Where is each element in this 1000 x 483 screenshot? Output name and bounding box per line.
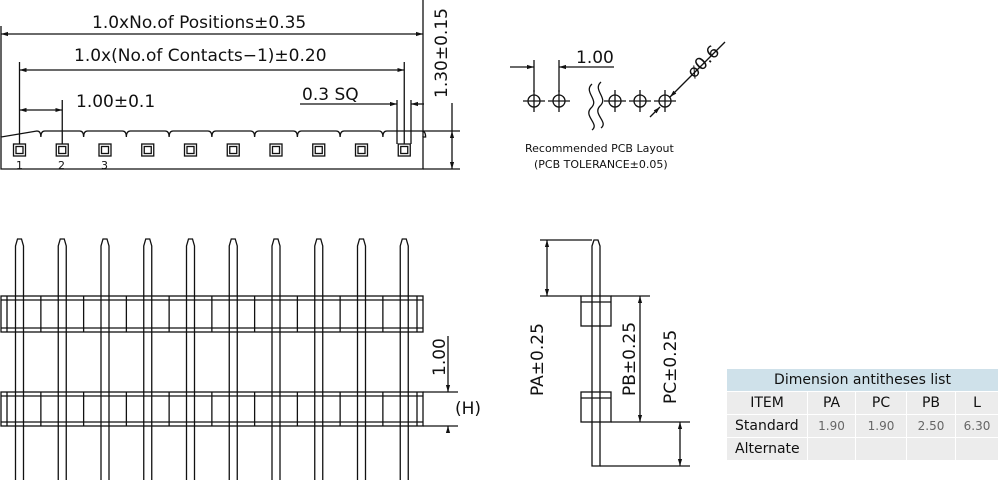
pcb-layout-view [510,41,726,131]
hole-leader [669,41,726,98]
pin-number-3: 3 [101,159,108,172]
pcb-pitch-dimension: 1.00 [576,48,614,68]
header-pa: PA [807,391,856,415]
header-pc: PC [855,391,907,415]
table-title: Dimension antitheses list [726,368,999,392]
sq-dimension: 0.3 SQ [302,85,359,105]
pin-pad-inner [15,145,24,155]
hole-leader-tail [649,106,661,118]
pin-body [228,238,238,480]
break-line [597,81,604,129]
hole-diameter-dimension: ø0.6 [683,42,724,83]
pin-pad-outer [12,143,27,157]
pin-pad-inner [400,145,409,155]
pin-pad-outer [269,143,283,157]
side-housing-top [580,295,612,327]
break-line [588,83,595,131]
pin-pad-inner [271,145,281,155]
pin-pad-inner [357,145,366,155]
header-item: ITEM [726,391,808,415]
row-pitch-dimension: 1.00 [430,338,450,376]
side-view [540,239,690,467]
alternate-pa [807,437,856,461]
pin-body [399,238,409,480]
row-label-standard: Standard [726,414,808,438]
alternate-pc [855,437,907,461]
contacts-dimension: 1.0x(No.of Contacts−1)±0.20 [74,46,327,66]
standard-l: 6.30 [955,414,999,438]
pin-pad-outer [226,143,240,157]
pin-pad-outer [55,143,69,157]
top-view [0,0,460,170]
table-header-row: ITEM PA PC PB L [726,391,999,415]
standard-pb: 2.50 [906,414,956,438]
pb-dimension: PB±0.25 [620,322,640,396]
pin-pad-outer [141,143,155,157]
pin-pad-outer [397,143,411,157]
pin-pad-inner [314,145,323,155]
pin-pad-inner [143,145,152,155]
pin-body [271,238,281,480]
pin-pad-inner [100,145,110,155]
alternate-pb [906,437,956,461]
standard-pc: 1.90 [855,414,907,438]
header-pb: PB [906,391,956,415]
table-row: Standard 1.90 1.90 2.50 6.30 [726,414,999,438]
side-housing-bottom [580,391,612,423]
positions-dimension: 1.0xNo.of Positions±0.35 [92,13,306,33]
dimension-table: Dimension antitheses list ITEM PA PC PB … [726,368,999,461]
pin-body [14,238,25,480]
pin-pad-outer [183,143,198,157]
pc-dimension: PC±0.25 [661,330,681,404]
pa-dimension: PA±0.25 [528,323,548,396]
h-label: (H) [455,399,481,419]
pin-body [57,238,67,480]
pin-body [143,238,153,480]
pin-body [100,238,110,480]
pin-pad-outer [98,143,112,157]
pin-pad-outer [354,143,369,157]
pcb-tolerance: (PCB TOLERANCE±0.05) [534,158,668,171]
pin-number-2: 2 [58,159,65,172]
pin-body [185,238,196,480]
housing-outline [0,130,427,170]
pin-body [356,238,367,480]
alternate-l [955,437,999,461]
side-pin-body [591,239,601,467]
table-row: Alternate [726,437,999,461]
header-l: L [955,391,999,415]
height-dimension: 1.30±0.15 [432,8,452,98]
pcb-layout-title: Recommended PCB Layout [525,142,675,155]
pin-number-1: 1 [16,159,23,172]
pin-pad-inner [58,145,67,155]
row-label-alternate: Alternate [726,437,808,461]
pin-pad-inner [186,145,195,155]
front-view [0,238,458,480]
standard-pa: 1.90 [807,414,856,438]
pin-body [314,238,324,480]
pin-pad-inner [229,145,238,155]
pitch-dimension: 1.00±0.1 [76,92,155,112]
pin-pad-outer [312,143,326,157]
